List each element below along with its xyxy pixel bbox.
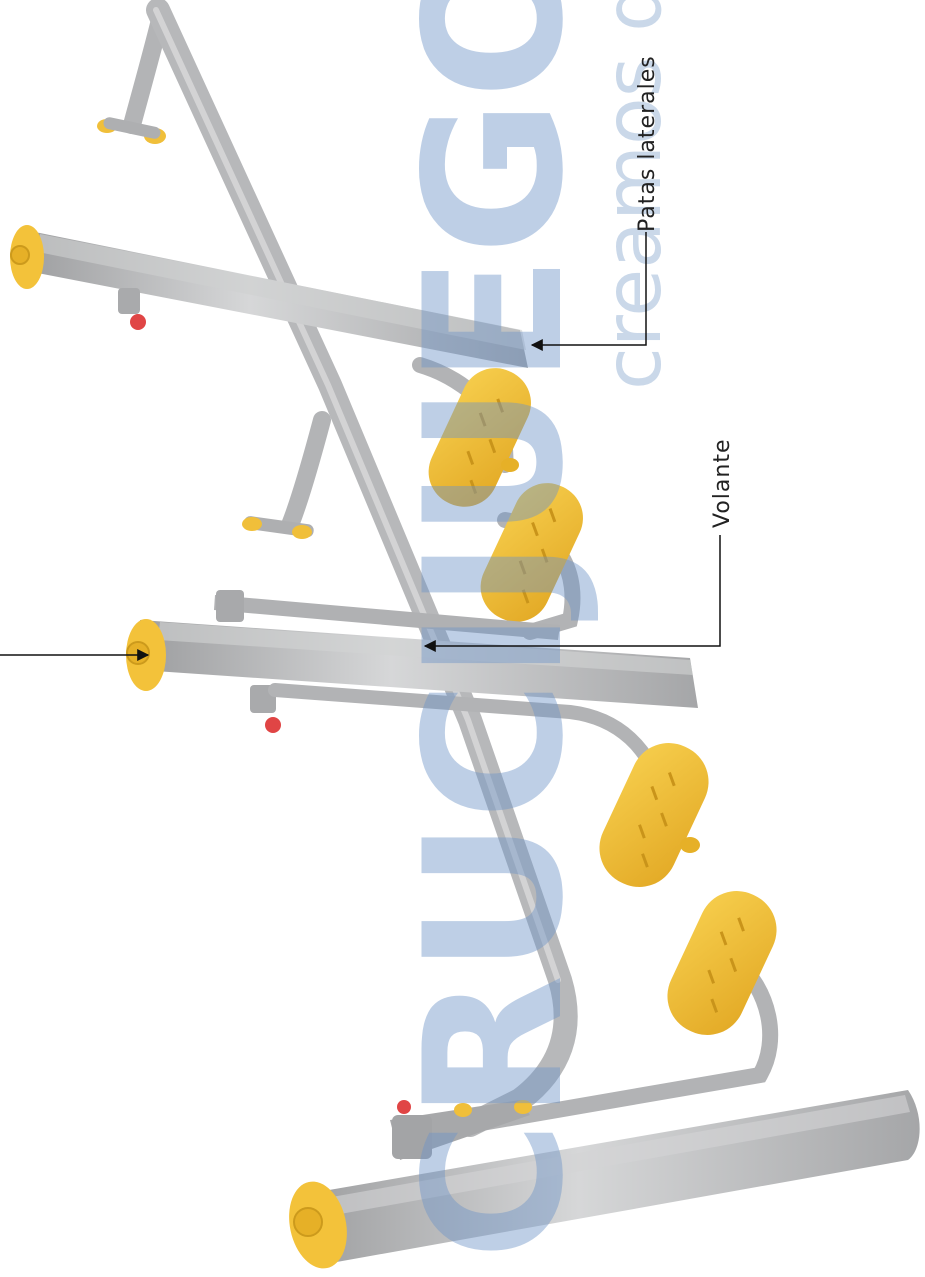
watermark-tagline: creamos di: [589, 0, 679, 390]
pedal-pair-bottom: [462, 743, 779, 1133]
pedal: [480, 483, 583, 622]
cylinder-bottom: [289, 1090, 920, 1269]
bolt-icon: [130, 314, 146, 330]
bolt-icon: [397, 1100, 411, 1114]
back-leg-middle: [242, 411, 331, 539]
back-leg-top: [97, 11, 169, 144]
watermark-brand: CRUCIJUEGOS: [384, 0, 605, 1260]
watermark-logo: CRUCIJUEGOS creamos di: [384, 0, 679, 1260]
pedal-pair-top: [412, 357, 583, 640]
label-wheel: Volante: [710, 439, 735, 529]
pedal: [428, 368, 531, 507]
main-rail: [146, 0, 578, 1137]
pedal: [599, 743, 709, 887]
callout-side-legs: Patas laterales: [530, 55, 660, 351]
label-side-legs: Patas laterales: [635, 55, 660, 232]
cylinder-top: [10, 225, 528, 368]
bolt-icon: [265, 717, 281, 733]
pedal: [667, 891, 777, 1035]
callout-wheel: Volante: [423, 439, 735, 652]
